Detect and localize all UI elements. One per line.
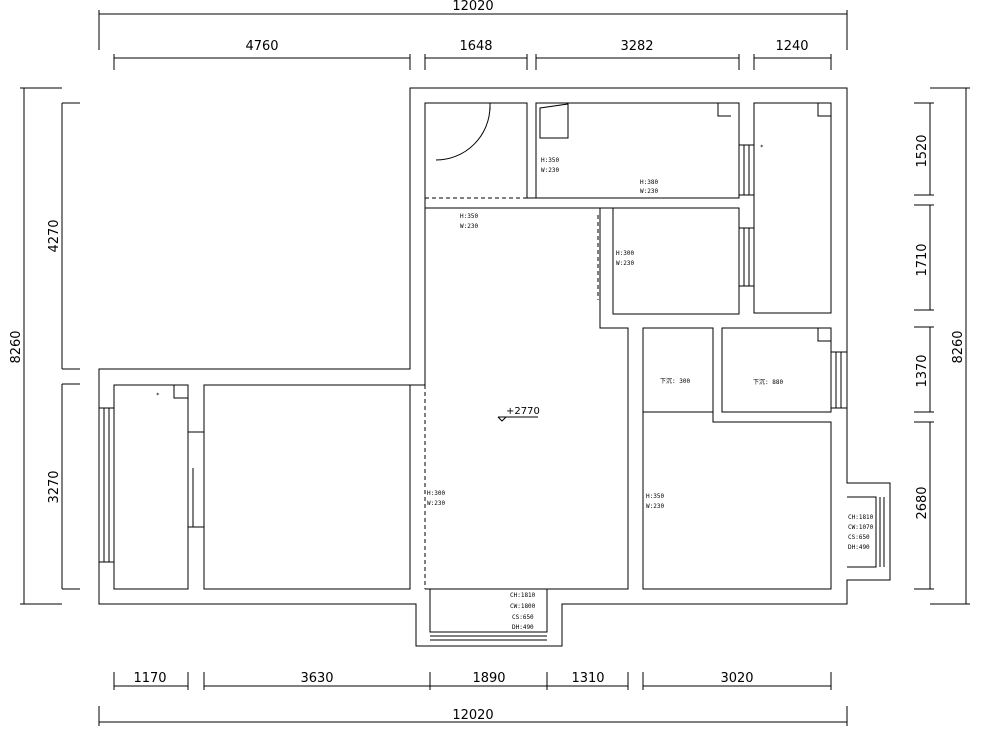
level-marker: +2770 bbox=[497, 406, 540, 422]
bedroom-right-w: W:230 bbox=[646, 503, 664, 510]
bottom-dimension-5: 3020 bbox=[720, 671, 753, 686]
door-swing bbox=[435, 103, 491, 161]
hall-upper-w: W:230 bbox=[640, 188, 658, 195]
left-dimensions: 8260 4270 3270 bbox=[9, 87, 80, 605]
top-dimension-4: 1240 bbox=[775, 39, 808, 54]
window-bottom-dh: DH:490 bbox=[512, 624, 534, 631]
left-dimension-1: 4270 bbox=[47, 219, 62, 252]
mark-asterisk-2: * bbox=[156, 392, 160, 399]
beam-drop-1: 下沉: 300 bbox=[660, 377, 690, 385]
right-dimension-4: 2680 bbox=[915, 486, 930, 519]
living-left-h: H:300 bbox=[427, 490, 445, 497]
corridor-h: H:350 bbox=[460, 213, 478, 220]
bottom-dimension-2: 3630 bbox=[300, 671, 333, 686]
dashed-boundaries bbox=[409, 197, 629, 589]
bottom-dimension-1: 1170 bbox=[133, 671, 166, 686]
right-dimension-3: 1370 bbox=[915, 354, 930, 387]
left-total-dimension: 8260 bbox=[9, 330, 24, 363]
top-total-dimension: 12020 bbox=[452, 0, 493, 14]
bottom-dimension-4: 1310 bbox=[571, 671, 604, 686]
top-dimension-3: 3282 bbox=[620, 39, 653, 54]
outer-wall bbox=[98, 87, 891, 647]
corner-details bbox=[173, 103, 831, 399]
bottom-dimensions: 1170 3630 1890 1310 3020 12020 bbox=[98, 671, 848, 726]
annotations: H:350 W:230 H:380 W:230 H:350 W:230 H:30… bbox=[427, 157, 874, 631]
room-mid-w: W:230 bbox=[616, 260, 634, 267]
mark-asterisk-1: * bbox=[760, 144, 764, 151]
corridor-w: W:230 bbox=[460, 223, 478, 230]
level-value: +2770 bbox=[506, 406, 540, 417]
living-left-w: W:230 bbox=[427, 500, 445, 507]
window-bottom-cw: CW:1800 bbox=[510, 603, 536, 610]
top-dimension-2: 1648 bbox=[459, 39, 492, 54]
right-total-dimension: 8260 bbox=[951, 330, 966, 363]
bottom-dimension-3: 1890 bbox=[472, 671, 505, 686]
window-bottom-ch: CH:1810 bbox=[510, 592, 536, 599]
bottom-total-dimension: 12020 bbox=[452, 708, 493, 723]
bedroom-right-h: H:350 bbox=[646, 493, 664, 500]
window-right-cs: CS:650 bbox=[848, 534, 870, 541]
kitchen-upper-h: H:350 bbox=[541, 157, 559, 164]
top-dimensions: 12020 4760 1648 3282 1240 bbox=[98, 0, 848, 70]
beam-drop-2: 下沉: 880 bbox=[753, 378, 783, 386]
window-right-dh: DH:490 bbox=[848, 544, 870, 551]
windows bbox=[98, 144, 848, 563]
right-dimension-2: 1710 bbox=[915, 243, 930, 276]
room-mid-h: H:300 bbox=[616, 250, 634, 257]
inner-walls bbox=[113, 102, 885, 641]
top-dimension-1: 4760 bbox=[245, 39, 278, 54]
right-dimensions: 8260 1520 1710 1370 2680 bbox=[914, 87, 970, 605]
window-right-ch: CH:1810 bbox=[848, 514, 874, 521]
right-dimension-1: 1520 bbox=[915, 134, 930, 167]
window-right-cw: CW:1070 bbox=[848, 524, 874, 531]
kitchen-upper-w: W:230 bbox=[541, 167, 559, 174]
hall-upper-h: H:380 bbox=[640, 179, 658, 186]
left-dimension-2: 3270 bbox=[47, 470, 62, 503]
window-bottom-cs: CS:650 bbox=[512, 614, 534, 621]
